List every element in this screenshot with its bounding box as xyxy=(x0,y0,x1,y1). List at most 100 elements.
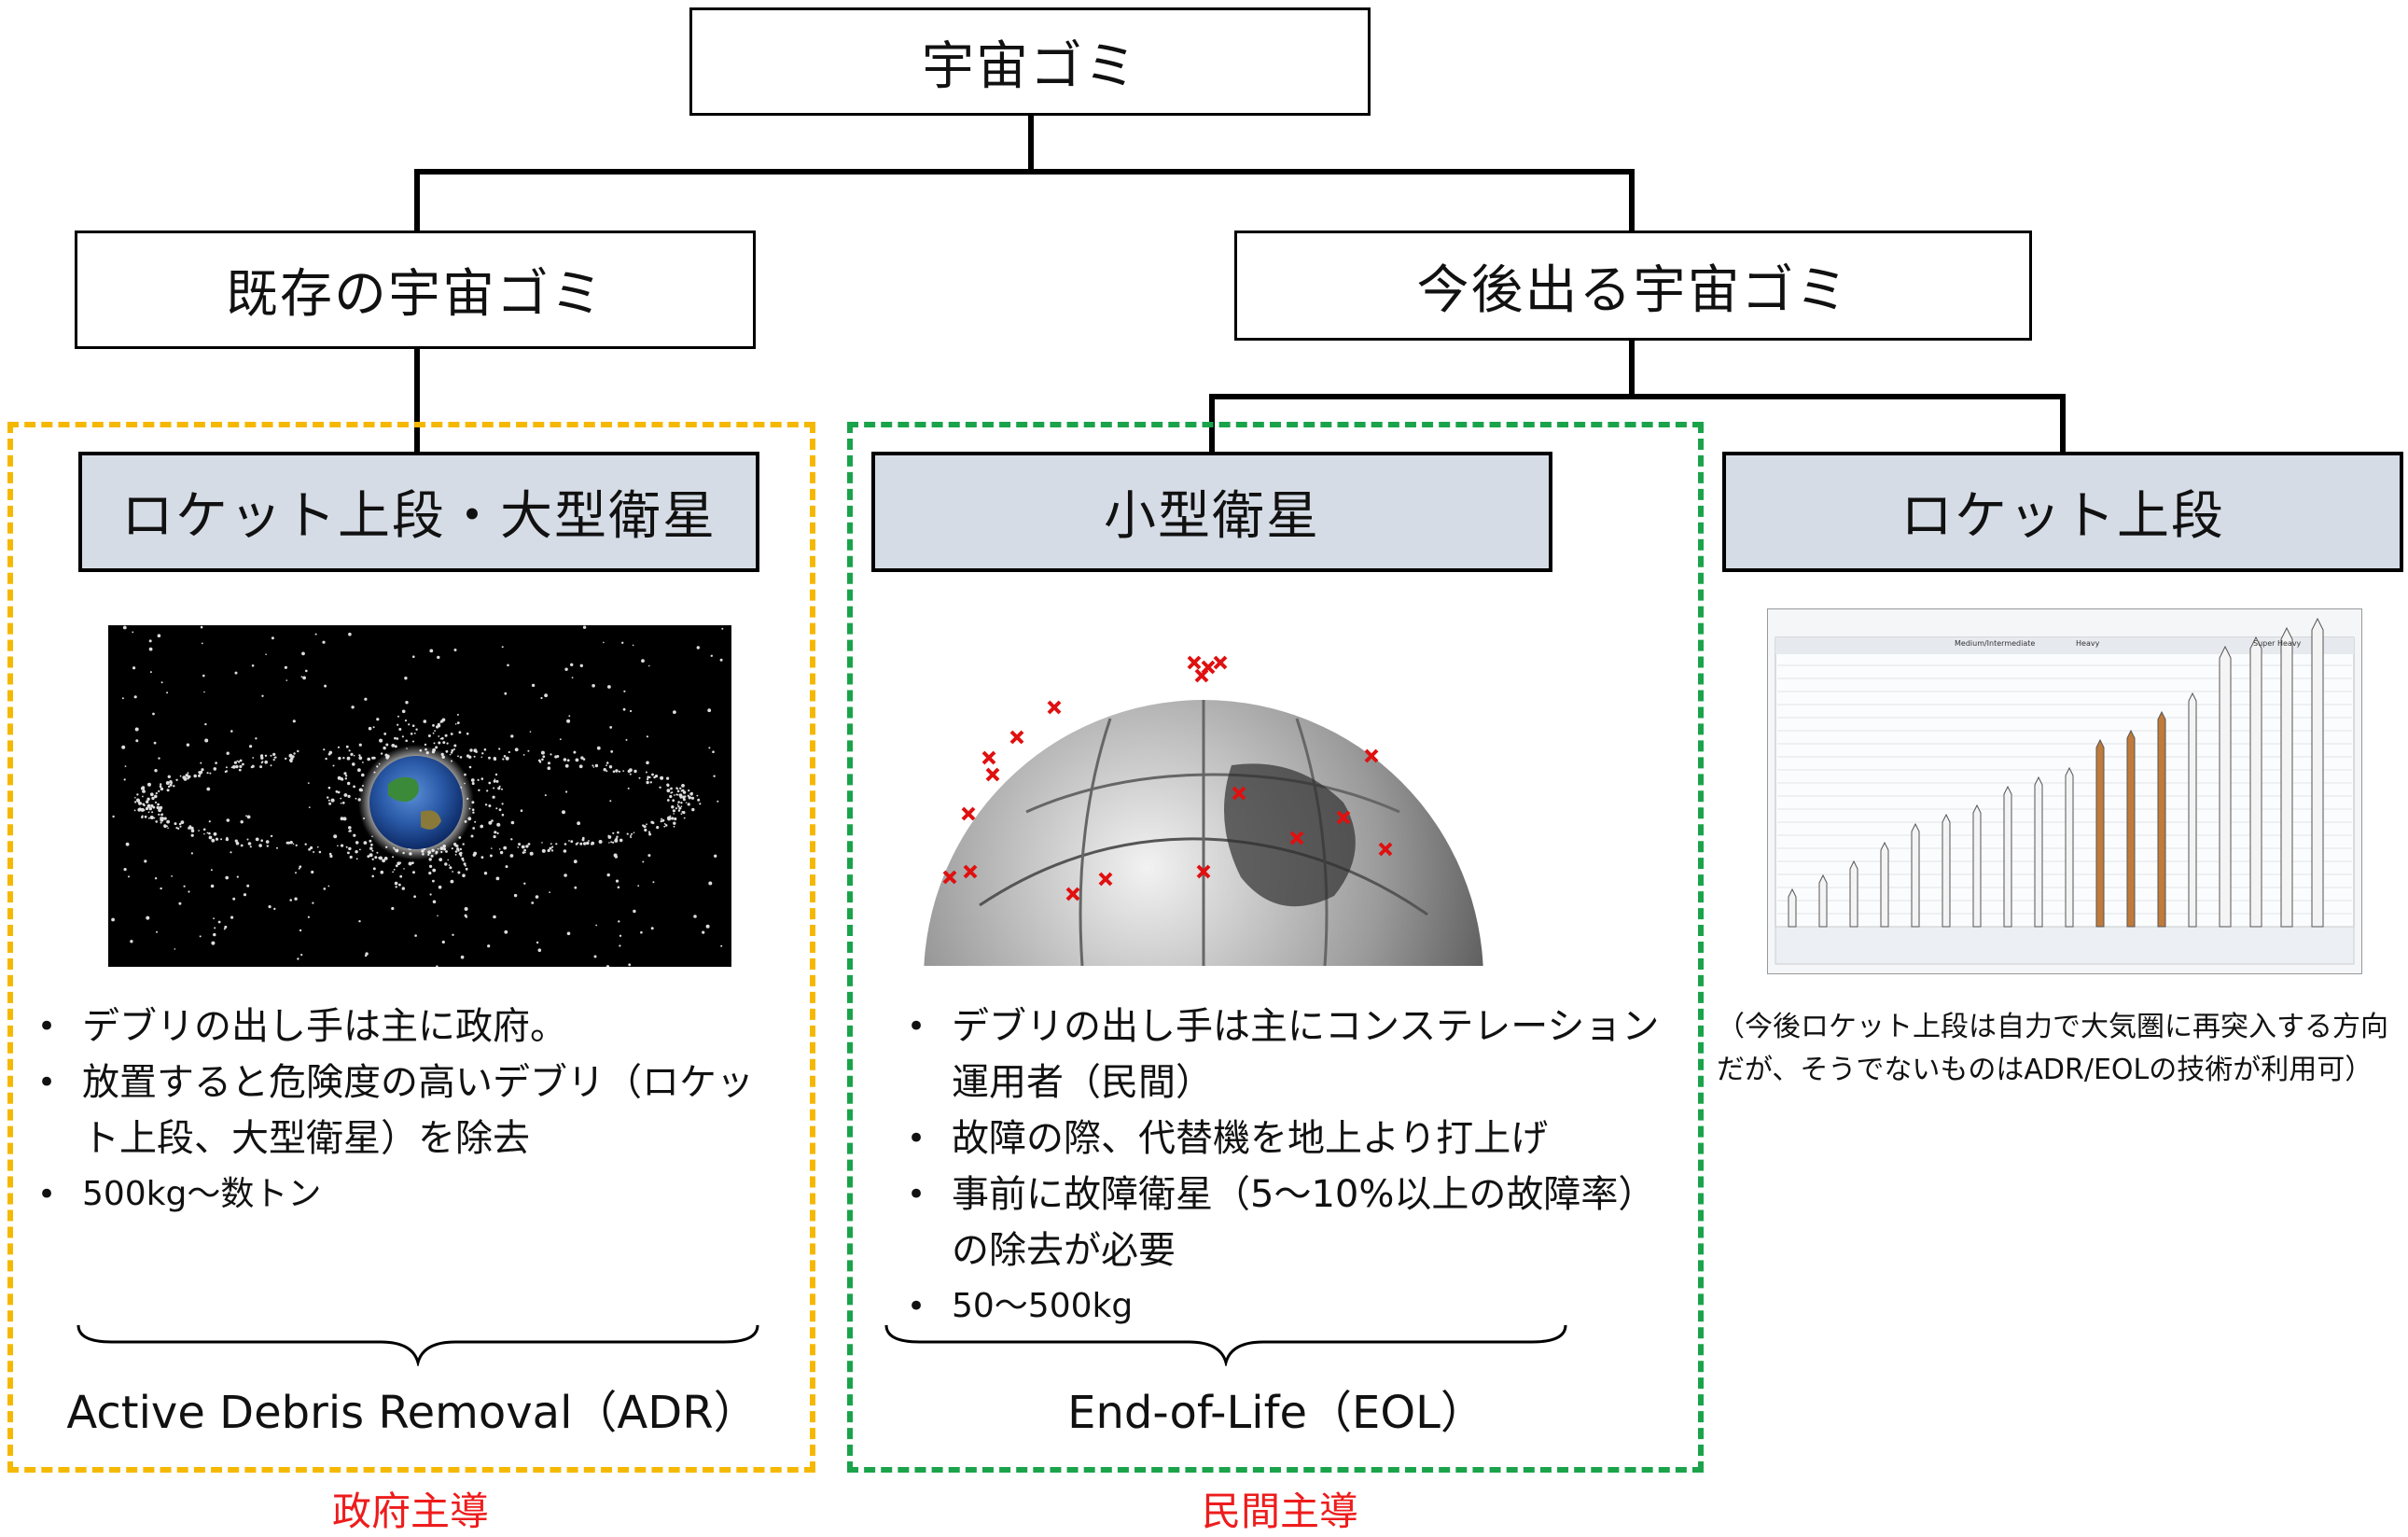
debris-dot xyxy=(463,862,466,866)
debris-dot xyxy=(380,752,383,755)
debris-dot xyxy=(675,807,678,810)
debris-dot xyxy=(547,848,550,853)
debris-dot xyxy=(681,789,685,792)
debris-dot xyxy=(141,815,144,817)
root-label: 宇宙ゴミ xyxy=(922,35,1138,97)
debris-dot xyxy=(680,805,683,807)
debris-dot xyxy=(457,871,461,874)
rocket-silhouette xyxy=(2311,617,2324,928)
debris-dot xyxy=(513,893,518,898)
debris-dot xyxy=(493,835,496,839)
rocket-chart-header-heavy: Heavy xyxy=(2076,639,2100,648)
debris-dot xyxy=(146,915,150,920)
debris-dot xyxy=(488,804,492,807)
debris-dot xyxy=(522,754,525,756)
debris-dot xyxy=(341,844,344,847)
debris-dot xyxy=(486,789,489,792)
debris-dot xyxy=(201,642,203,645)
debris-dot xyxy=(536,941,539,944)
debris-dot xyxy=(630,834,632,837)
adr-header-label: ロケット上段・大型衛星 xyxy=(121,486,717,547)
debris-dot xyxy=(340,802,342,804)
debris-dot xyxy=(213,932,216,937)
adr-header: ロケット上段・大型衛星 xyxy=(78,452,759,572)
debris-dot xyxy=(327,786,331,789)
debris-dot xyxy=(674,817,677,821)
debris-dot xyxy=(329,854,333,859)
debris-dot xyxy=(666,776,670,780)
debris-dot xyxy=(663,825,666,828)
debris-dot xyxy=(393,869,396,871)
debris-dot xyxy=(332,764,335,767)
debris-dot xyxy=(566,931,571,936)
debris-dot xyxy=(586,843,589,845)
debris-dot xyxy=(457,849,460,852)
debris-dot xyxy=(441,940,445,944)
debris-dot xyxy=(151,811,154,814)
debris-dot xyxy=(308,847,311,851)
debris-dot xyxy=(555,843,558,845)
debris-dot xyxy=(401,887,405,890)
debris-dot xyxy=(510,838,513,841)
debris-dot xyxy=(208,835,213,840)
debris-dot xyxy=(158,757,160,760)
debris-dot xyxy=(337,746,341,748)
debris-dot xyxy=(359,848,361,851)
debris-dot xyxy=(236,875,239,878)
debris-dot xyxy=(592,766,595,768)
debris-dot xyxy=(155,791,158,795)
debris-dot xyxy=(629,773,632,775)
debris-dot xyxy=(328,852,332,856)
debris-dot xyxy=(200,762,202,764)
debris-dot xyxy=(239,764,243,768)
debris-dot xyxy=(456,721,460,724)
debris-dot xyxy=(348,847,351,850)
debris-dot xyxy=(134,797,136,799)
debris-dot xyxy=(251,664,255,667)
debris-dot xyxy=(649,781,652,784)
debris-dot xyxy=(501,803,504,805)
debris-dot xyxy=(137,799,140,803)
debris-dot xyxy=(497,824,501,827)
debris-dot xyxy=(646,823,647,826)
debris-dot xyxy=(690,796,695,800)
debris-dot xyxy=(308,806,311,808)
debris-dot xyxy=(372,726,375,729)
debris-dot xyxy=(509,854,514,858)
debris-dot xyxy=(343,772,347,775)
debris-dot xyxy=(175,827,178,830)
debris-dot xyxy=(307,915,310,918)
debris-dot xyxy=(169,783,173,787)
debris-dot xyxy=(505,865,508,869)
debris-dot xyxy=(299,929,302,932)
debris-dot xyxy=(285,841,289,845)
debris-dot xyxy=(398,728,402,731)
debris-dot xyxy=(150,816,154,819)
debris-dot xyxy=(618,770,621,773)
debris-dot xyxy=(438,858,443,861)
debris-dot xyxy=(154,769,158,773)
debris-dot xyxy=(379,738,383,743)
debris-dot xyxy=(260,839,263,842)
debris-dot xyxy=(498,808,502,812)
debris-dot xyxy=(495,807,498,810)
debris-dot xyxy=(358,920,361,923)
failed-satellite-mark xyxy=(1047,700,1062,715)
debris-dot xyxy=(144,815,147,818)
debris-dot xyxy=(209,772,212,775)
debris-dot xyxy=(217,920,221,924)
adr-group-border xyxy=(7,422,815,1473)
debris-dot xyxy=(523,848,526,852)
debris-dot xyxy=(314,633,317,636)
debris-dot xyxy=(671,817,675,820)
debris-dot xyxy=(160,887,162,890)
debris-dot xyxy=(501,788,503,790)
debris-dot xyxy=(190,829,195,832)
connector-existing-down xyxy=(414,347,420,453)
debris-dot xyxy=(345,845,348,848)
debris-dot xyxy=(134,727,139,732)
debris-dot xyxy=(376,851,379,854)
debris-dot xyxy=(605,770,608,773)
debris-dot xyxy=(720,944,723,947)
debris-dot xyxy=(719,658,723,662)
